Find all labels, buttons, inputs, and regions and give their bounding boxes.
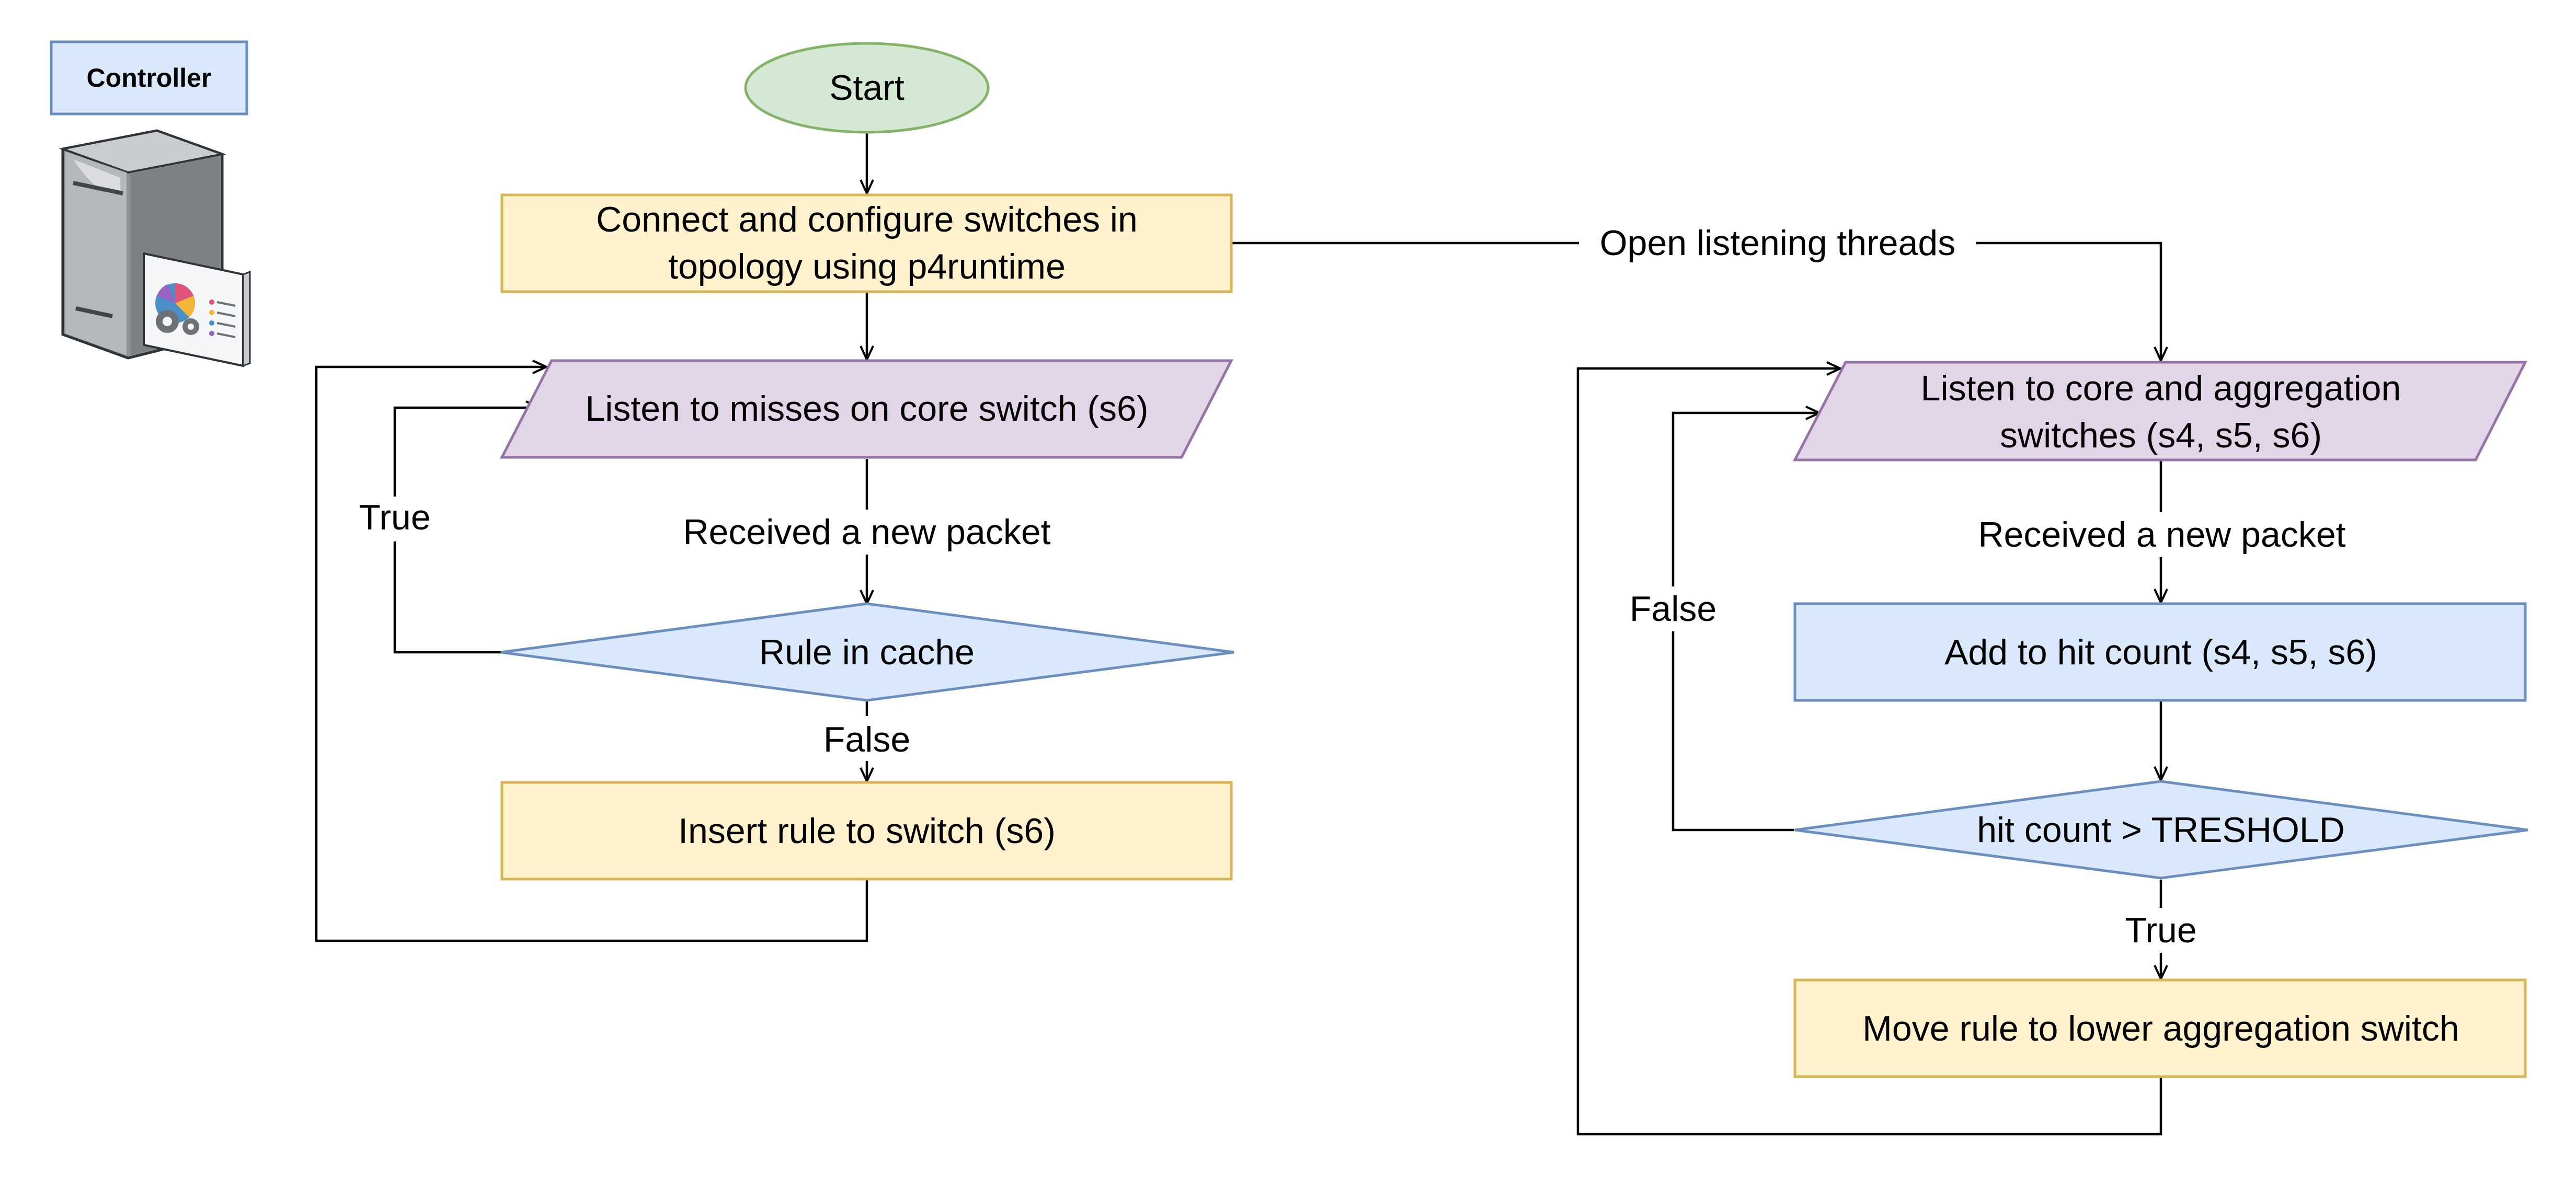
edge-label-true-left: True — [359, 498, 430, 537]
edge-label-open-threads: Open listening threads — [1600, 223, 1955, 263]
node-move-rule: Move rule to lower aggregation switch — [1793, 978, 2527, 1078]
controller-label: Controller — [87, 63, 212, 93]
server-with-dashboard-icon — [59, 129, 251, 367]
node-add-hit-count: Add to hit count (s4, s5, s6) — [1793, 602, 2527, 702]
controller-legend: Controller — [50, 40, 248, 116]
edge-label-false-left: False — [823, 720, 910, 759]
rule-in-cache-shape — [500, 602, 1234, 702]
move-rule-shape — [1793, 978, 2527, 1078]
hit-count-check-label: hit count > TRESHOLD — [1977, 810, 2345, 850]
node-hit-count-check: hit count > TRESHOLD — [1794, 780, 2528, 880]
start-shape — [744, 42, 990, 134]
edge-open-threads — [1231, 241, 2161, 361]
rule-in-cache-label: Rule in cache — [759, 632, 975, 672]
edge-label-true-right: True — [2125, 910, 2196, 950]
node-listen-core-agg: Listen to core and aggregation switches … — [1792, 361, 2528, 462]
add-hit-count-shape — [1793, 602, 2527, 702]
insert-rule-shape — [500, 781, 1233, 881]
connect-label-line-2: topology using p4runtime — [668, 247, 1066, 286]
move-rule-label: Move rule to lower aggregation switch — [1862, 1009, 2459, 1048]
node-connect-configure: Connect and configure switches in topolo… — [500, 193, 1233, 293]
edge-insert-loop — [315, 367, 868, 942]
node-listen-core: Listen to misses on core switch (s6) — [499, 359, 1234, 459]
edge-label-received-right: Received a new packet — [1978, 515, 2345, 555]
listen-core-shape — [499, 359, 1234, 459]
start-label: Start — [829, 68, 905, 108]
listen-core-agg-label-line-2: switches (s4, s5, s6) — [2000, 416, 2322, 455]
listen-core-agg-label-line-1: Listen to core and aggregation — [1921, 368, 2401, 408]
connect-label-line-1: Connect and configure switches in — [596, 200, 1138, 239]
node-insert-rule: Insert rule to switch (s6) — [500, 781, 1233, 881]
hit-count-check-shape — [1794, 780, 2528, 880]
controller-label-box — [50, 40, 248, 116]
connect-shape — [500, 193, 1233, 293]
add-hit-count-label: Add to hit count (s4, s5, s6) — [1944, 632, 2377, 672]
edge-move-loop — [1576, 368, 2162, 1136]
listen-core-label: Listen to misses on core switch (s6) — [585, 389, 1148, 429]
edge-label-received-left: Received a new packet — [683, 512, 1050, 552]
listen-core-agg-shape — [1792, 361, 2528, 462]
edge-label-false-right: False — [1630, 589, 1716, 629]
insert-rule-label: Insert rule to switch (s6) — [678, 811, 1056, 851]
node-start: Start — [744, 42, 990, 134]
edge-labels: Open listening threads Received a new pa… — [351, 220, 2371, 953]
node-rule-in-cache: Rule in cache — [500, 602, 1234, 702]
